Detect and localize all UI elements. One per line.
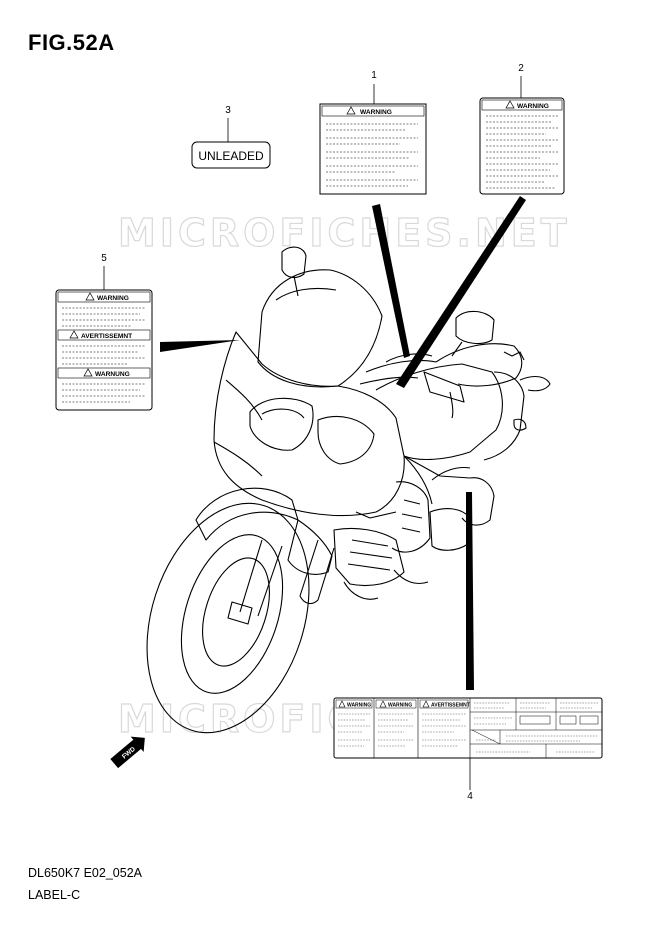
callout-2: 2 (518, 63, 524, 74)
warning-heading: WARNING (360, 109, 392, 116)
motorcycle-drawing (146, 246, 551, 734)
avertissement-heading: AVERTISSEMNT (431, 703, 470, 709)
label-text-lines (326, 123, 418, 187)
unleaded-text: UNLEADED (198, 149, 264, 163)
warning-triangle-icon (85, 292, 95, 301)
diagram-section-label: LABEL-C (28, 888, 81, 902)
warning-triangle-icon (379, 700, 387, 708)
warning-triangle-icon (422, 700, 430, 708)
label-warning-trilingual: WARNING AVERTISSEMNT WARNUNG (55, 289, 153, 411)
warning-heading: WARNING (97, 295, 129, 302)
warning-triangle-icon (346, 106, 356, 115)
warning-triangle-icon (505, 100, 515, 109)
label-unleaded: UNLEADED (191, 141, 271, 169)
diagram-code: DL650K7 E02_052A (28, 866, 142, 880)
pointer-wedges (160, 196, 526, 690)
label-combined-sheet: WARNING WARNING AVERTISSEMNT (333, 697, 603, 759)
warning-heading: WARNING (347, 703, 371, 709)
figure-title: FIG.52A (28, 30, 115, 55)
label-text-lines (338, 713, 466, 747)
avertissement-heading: AVERTISSEMNT (81, 333, 132, 340)
label-warning-2: WARNING (479, 97, 565, 195)
warning-triangle-icon (338, 700, 346, 708)
warning-heading: WARNING (388, 703, 412, 709)
label-text-lines (486, 115, 558, 189)
callout-1: 1 (371, 70, 377, 81)
warning-triangle-icon (69, 330, 79, 339)
label-warning-1: WARNING (319, 103, 427, 195)
callout-3: 3 (225, 105, 231, 116)
warning-heading: WARNING (517, 103, 549, 110)
callout-4: 4 (467, 791, 473, 802)
leader-lines (103, 76, 522, 790)
warning-triangle-icon (83, 368, 93, 377)
warnung-heading: WARNUNG (95, 371, 130, 378)
callout-5: 5 (101, 253, 107, 264)
